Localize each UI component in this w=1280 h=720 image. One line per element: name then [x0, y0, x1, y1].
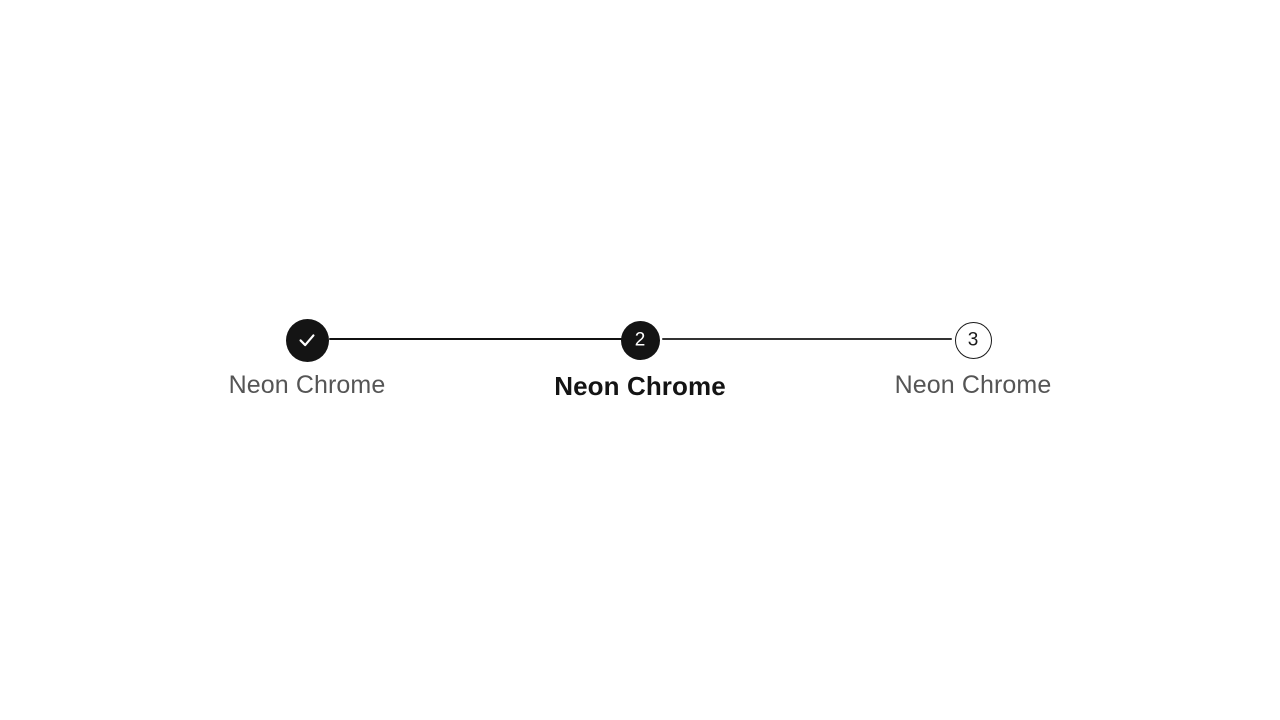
check-icon — [296, 329, 318, 351]
step-marker-wrap-1 — [197, 318, 417, 362]
step-item-3[interactable]: 3 Neon Chrome — [863, 318, 1083, 400]
step-label-1: Neon Chrome — [228, 371, 386, 399]
progress-stepper: Neon Chrome 2 Neon Chrome 3 Neon Chrome — [207, 318, 1073, 428]
step-connector-2 — [662, 338, 952, 340]
step-marker-wrap-3: 3 — [863, 318, 1083, 362]
step-number-3: 3 — [967, 329, 979, 350]
step-item-2[interactable]: 2 Neon Chrome — [530, 318, 750, 402]
step-label-2: Neon Chrome — [554, 371, 726, 401]
step-connector-1 — [329, 338, 639, 340]
step-label-3: Neon Chrome — [894, 371, 1052, 399]
step-number-2: 2 — [634, 329, 646, 350]
step-item-1[interactable]: Neon Chrome — [197, 318, 417, 400]
step-marker-1[interactable] — [285, 318, 329, 362]
step-marker-3[interactable]: 3 — [954, 321, 992, 359]
step-marker-2[interactable]: 2 — [620, 320, 660, 360]
step-marker-wrap-2: 2 — [530, 318, 750, 362]
